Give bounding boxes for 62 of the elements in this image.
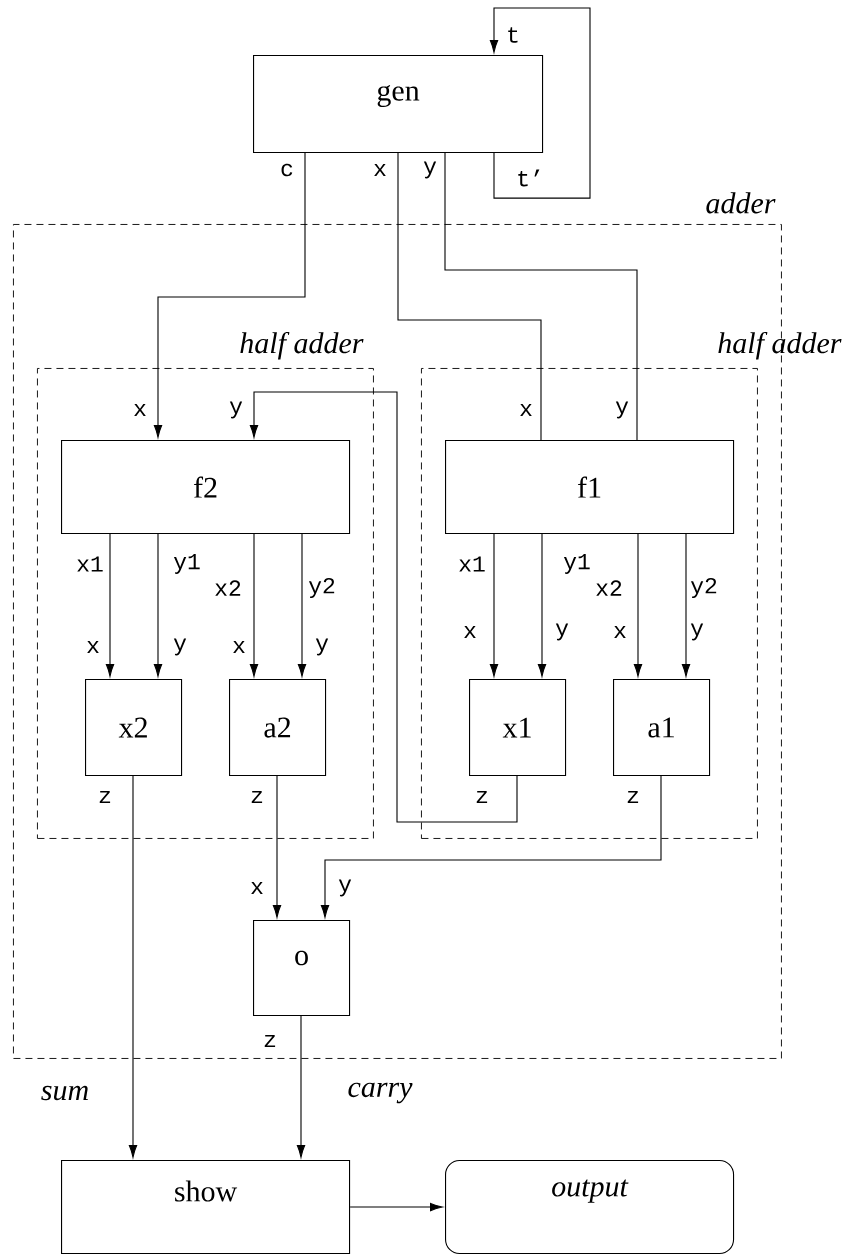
group-heading: adder — [706, 192, 776, 214]
process-box: x2 — [85, 679, 183, 777]
arrow — [489, 7, 591, 199]
pin-label: c — [281, 163, 293, 177]
pin-label: z — [627, 790, 639, 804]
pin-label: x — [374, 163, 386, 177]
arrow — [681, 533, 691, 677]
process-box: gen — [253, 55, 544, 154]
edge-label: sum — [39, 1084, 91, 1102]
arrow — [153, 152, 306, 438]
pin-label: x — [520, 403, 532, 417]
pin-label: x — [134, 403, 146, 417]
process-box: a2 — [229, 679, 327, 777]
pin-label: y — [615, 401, 629, 419]
pin-label: y1 — [563, 554, 590, 574]
process-box: x1 — [469, 679, 567, 777]
pin-label: x1 — [77, 556, 103, 572]
pin-label: z — [251, 790, 263, 804]
pin-label: y2 — [690, 577, 717, 599]
arrow — [489, 533, 499, 677]
pin-label: y2 — [308, 577, 335, 599]
group-heading: half adder — [718, 331, 842, 360]
pin-label: x1 — [459, 556, 485, 572]
process-box: show — [61, 1160, 351, 1255]
group-heading: half adder — [240, 331, 364, 360]
process-box: o — [253, 920, 351, 1017]
arrow — [128, 775, 138, 1158]
pin-label: y — [338, 879, 352, 897]
arrow — [249, 533, 259, 677]
arrow — [105, 533, 115, 677]
arrow — [349, 1202, 443, 1212]
pin-label: x2 — [596, 580, 622, 596]
pin-label: y1 — [173, 554, 200, 574]
pin-label: y — [315, 638, 329, 656]
arrow — [296, 1015, 306, 1158]
pin-label: x2 — [215, 580, 241, 596]
pin-label: y — [173, 638, 187, 656]
process-box: a1 — [613, 679, 711, 777]
pin-label: y — [690, 623, 704, 641]
process-box: f2 — [61, 440, 351, 535]
process-box: f1 — [445, 440, 735, 535]
pin-label: x — [233, 640, 245, 654]
pin-label: x — [614, 625, 626, 639]
pin-label: y — [555, 623, 569, 641]
pin-label: y — [423, 161, 437, 179]
arrow — [272, 775, 282, 918]
arrow — [249, 391, 518, 823]
edge-label: carry — [346, 1081, 414, 1105]
pin-label: x — [251, 881, 263, 895]
terminal-box: output — [445, 1160, 735, 1255]
arrow — [153, 533, 163, 677]
pin-label: y — [229, 401, 243, 419]
pin-label: x — [87, 640, 99, 654]
pin-label: z — [99, 790, 111, 804]
arrow — [537, 533, 547, 677]
pin-label: t — [508, 27, 518, 43]
pin-label: x — [464, 625, 476, 639]
arrow — [297, 533, 307, 677]
arrow — [633, 533, 643, 677]
arrow — [320, 775, 662, 918]
pin-label: t’ — [518, 169, 540, 187]
pin-label: z — [476, 790, 488, 804]
